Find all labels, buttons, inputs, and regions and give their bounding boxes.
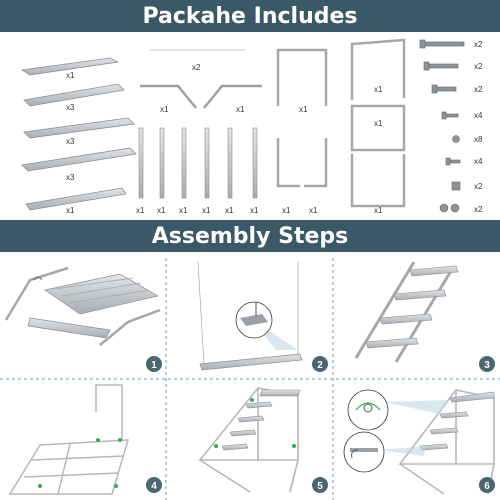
assembly-steps-banner: Assembly Steps <box>0 220 500 252</box>
bolt-long-head <box>419 39 426 49</box>
rod-5-qty: x1 <box>225 206 234 215</box>
step-grid-dividers <box>0 258 500 500</box>
hw7-qty: x2 <box>474 182 483 191</box>
big-frame-1-qty: x1 <box>374 85 383 94</box>
frame-b2 <box>304 138 328 188</box>
package-includes-title: Packahe Includes <box>142 3 358 29</box>
rod-1-qty: x1 <box>136 206 145 215</box>
rod-5 <box>227 127 233 199</box>
frame-b2-qty: x1 <box>309 206 318 215</box>
bolt-medium <box>427 63 459 69</box>
bolt-short <box>435 86 457 92</box>
big-frame-2 <box>350 104 406 152</box>
big-frame-parts <box>350 38 406 208</box>
board-4-qty: x3 <box>66 173 75 182</box>
rod-parts <box>138 127 258 199</box>
step-number-4: 4 <box>151 481 157 492</box>
hw1-qty: x2 <box>474 40 483 49</box>
frame-a-qty: x1 <box>299 105 308 114</box>
step-4-illustration <box>8 384 130 495</box>
bracket-parts <box>140 49 262 109</box>
board-5 <box>25 187 127 211</box>
board-2-qty: x3 <box>66 103 75 112</box>
frame-b1 <box>276 138 300 188</box>
hw3-qty: x2 <box>474 85 483 94</box>
step-number-5: 5 <box>317 481 323 492</box>
rod-6-qty: x1 <box>250 206 259 215</box>
step-number-6: 6 <box>484 481 490 492</box>
step-1-illustration <box>4 266 161 346</box>
rod-2 <box>159 127 165 199</box>
bracket-right-qty: x1 <box>236 105 245 114</box>
rod-2-qty: x1 <box>157 206 166 215</box>
board-labels: x1 x3 x3 x3 x1 <box>66 71 75 215</box>
screw-a-head <box>441 111 447 120</box>
step-number-2: 2 <box>317 360 323 371</box>
big-frame-1 <box>350 38 406 100</box>
nut <box>451 181 461 191</box>
frame-b1-qty: x1 <box>282 206 291 215</box>
hardware-parts <box>419 39 465 213</box>
board-3-qty: x3 <box>66 137 75 146</box>
step-badges: 1 2 3 4 5 6 <box>146 356 495 493</box>
hw4-qty: x4 <box>474 111 483 120</box>
package-includes-banner: Packahe Includes <box>0 0 500 32</box>
screw-b <box>449 159 461 164</box>
step-number-1: 1 <box>151 360 157 371</box>
washer-b <box>450 203 460 213</box>
hw5-qty: x8 <box>474 135 483 144</box>
rod-1 <box>138 127 144 199</box>
hw6-qty: x4 <box>474 157 483 166</box>
board-5-qty: x1 <box>66 206 75 215</box>
bracket-pair-qty: x2 <box>192 63 201 72</box>
hw8-qty: x2 <box>474 205 483 214</box>
step-5-illustration <box>198 387 301 493</box>
rod-labels: x1 x1 x1 x1 x1 x1 <box>136 206 259 215</box>
frame-parts <box>276 48 328 188</box>
bracket-left <box>140 84 197 109</box>
big-frame-3-qty: x1 <box>374 206 383 215</box>
board-1 <box>20 57 120 76</box>
step-badge-3: 3 <box>479 356 495 372</box>
step-badge-6: 6 <box>479 477 495 493</box>
rod-6 <box>252 127 258 199</box>
step-badge-1: 1 <box>146 356 162 372</box>
step-badge-5: 5 <box>312 477 328 493</box>
screw-b-head <box>445 157 451 166</box>
frame-a <box>276 48 328 106</box>
board-2 <box>23 83 125 107</box>
hardware-labels: x2 x2 x2 x4 x8 x4 x2 x2 <box>474 40 483 214</box>
step-3-illustration <box>354 261 459 363</box>
big-frame-3 <box>350 154 406 208</box>
hw2-qty: x2 <box>474 62 483 71</box>
big-frame-2-qty: x1 <box>374 119 383 128</box>
step-badge-2: 2 <box>312 356 328 372</box>
washer-a <box>439 203 449 213</box>
assembly-steps-title: Assembly Steps <box>151 223 349 249</box>
step-2-illustration <box>197 261 303 371</box>
rod-4 <box>204 127 210 199</box>
washer-small <box>452 135 460 143</box>
rod-4-qty: x1 <box>202 206 211 215</box>
board-1-qty: x1 <box>66 71 75 80</box>
rod-3 <box>181 127 187 199</box>
bracket-left-qty: x1 <box>160 105 169 114</box>
bolt-long <box>423 41 465 47</box>
bolt-medium-head <box>423 61 430 71</box>
bracket-right <box>203 84 262 109</box>
board-parts <box>20 57 137 211</box>
bolt-short-head <box>431 84 438 94</box>
rod-3-qty: x1 <box>179 206 188 215</box>
step-6-illustration <box>343 389 495 495</box>
step-number-3: 3 <box>484 360 490 371</box>
step-badge-4: 4 <box>146 477 162 493</box>
board-3 <box>23 117 135 139</box>
screw-a <box>445 113 459 118</box>
board-4 <box>21 147 137 172</box>
